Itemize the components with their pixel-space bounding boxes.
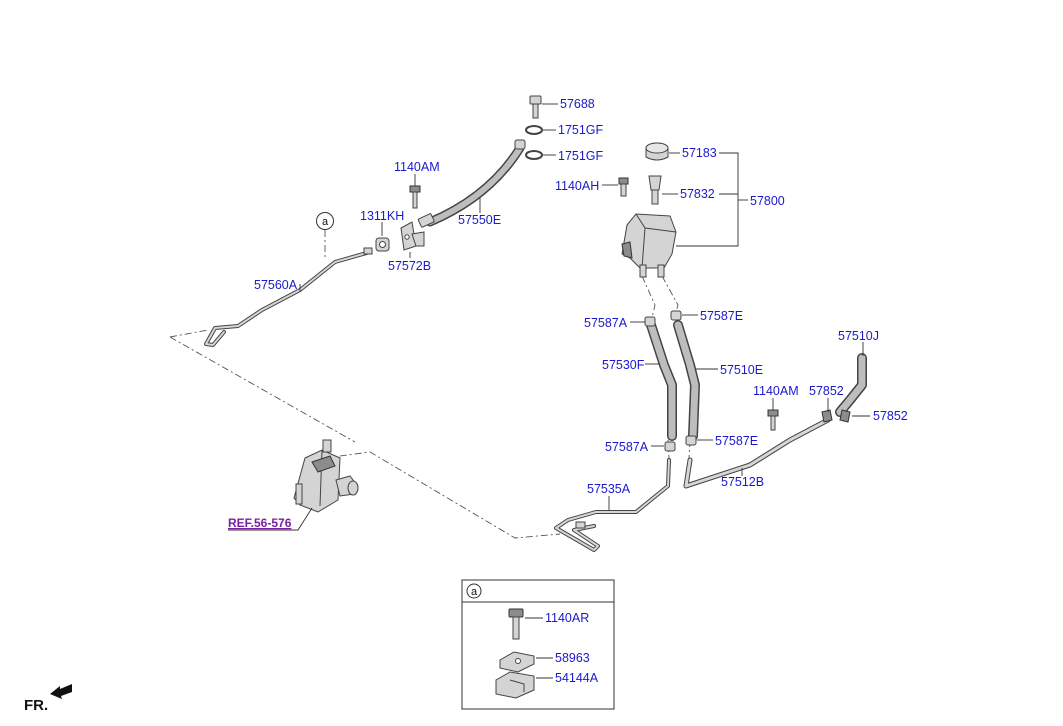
- callout-a[interactable]: a: [316, 212, 334, 259]
- hose-57510e[interactable]: [673, 320, 700, 441]
- front-direction-indicator: FR.: [24, 684, 72, 714]
- leader-lines: [228, 103, 870, 531]
- front-arrow-icon: [50, 684, 72, 699]
- label-1751gf-lower[interactable]: 1751GF: [558, 149, 604, 163]
- clamp-57852-left[interactable]: [821, 409, 833, 423]
- clamp-57587e-bottom[interactable]: [685, 435, 697, 446]
- bolt-57688[interactable]: [529, 95, 542, 119]
- ref-56-576-link[interactable]: REF.56-576: [228, 516, 292, 530]
- label-57587e-top[interactable]: 57587E: [700, 309, 743, 323]
- label-1140ar[interactable]: 1140AR: [545, 611, 589, 625]
- label-57587a-top[interactable]: 57587A: [584, 316, 628, 330]
- clamp-57587a-top[interactable]: [644, 316, 656, 327]
- label-57852-right[interactable]: 57852: [873, 409, 908, 423]
- label-1140am-upper[interactable]: 1140AM: [394, 160, 440, 174]
- label-57587a-bottom[interactable]: 57587A: [605, 440, 649, 454]
- nut-1311kh[interactable]: [375, 237, 390, 252]
- label-57852-left[interactable]: 57852: [809, 384, 844, 398]
- bolt-1140am-upper[interactable]: [409, 185, 421, 209]
- pipe-57560a[interactable]: [204, 247, 373, 347]
- fr-label: FR.: [24, 697, 48, 714]
- label-57572b[interactable]: 57572B: [388, 259, 431, 273]
- washer-1751gf-upper[interactable]: [525, 125, 543, 135]
- pipe-57535a[interactable]: [554, 458, 671, 552]
- label-57550e[interactable]: 57550E: [458, 213, 501, 227]
- callout-a-letter: a: [322, 216, 329, 228]
- label-1751gf-upper[interactable]: 1751GF: [558, 123, 604, 137]
- hose-57550e[interactable]: [417, 139, 526, 228]
- label-57832[interactable]: 57832: [680, 187, 715, 201]
- clip-58963[interactable]: [499, 651, 535, 673]
- inset-detail-a: a 1140AR 58963 54144A: [461, 579, 615, 710]
- part-labels: 57688 1751GF 1751GF 1140AM 1311KH 57550E…: [228, 97, 908, 530]
- label-57560a[interactable]: 57560A: [254, 278, 298, 292]
- label-57587e-bottom[interactable]: 57587E: [715, 434, 758, 448]
- clamp-57587a-bottom[interactable]: [664, 441, 676, 452]
- label-1311kh[interactable]: 1311KH: [360, 209, 404, 223]
- bolt-1140am-lower[interactable]: [767, 409, 779, 431]
- label-58963[interactable]: 58963: [555, 651, 590, 665]
- steering-gear-box[interactable]: [293, 439, 359, 513]
- routing-lines: [169, 275, 691, 539]
- label-54144a[interactable]: 54144A: [555, 671, 599, 685]
- clamp-57587e-top[interactable]: [670, 310, 682, 321]
- label-57688[interactable]: 57688: [560, 97, 595, 111]
- washer-1751gf-lower[interactable]: [525, 150, 543, 160]
- label-57512b[interactable]: 57512B: [721, 475, 764, 489]
- cap-57183[interactable]: [645, 142, 669, 161]
- bracket-57572b[interactable]: [400, 221, 425, 251]
- bracket-54144a[interactable]: [495, 671, 535, 699]
- hose-57510j[interactable]: [835, 353, 867, 417]
- bolt-1140ar[interactable]: [508, 608, 524, 640]
- reservoir-57800[interactable]: [621, 213, 677, 278]
- hose-57530f[interactable]: [646, 320, 677, 441]
- label-57530f[interactable]: 57530F: [602, 358, 645, 372]
- label-57535a[interactable]: 57535A: [587, 482, 631, 496]
- label-57183[interactable]: 57183: [682, 146, 717, 160]
- inset-title: a: [471, 586, 478, 598]
- label-1140am-lower[interactable]: 1140AM: [753, 384, 799, 398]
- label-57800[interactable]: 57800: [750, 194, 785, 208]
- label-57510j[interactable]: 57510J: [838, 329, 879, 343]
- filter-57832[interactable]: [648, 175, 662, 205]
- clamp-57852-right[interactable]: [839, 409, 851, 423]
- clamps-57587[interactable]: [644, 310, 697, 452]
- pipe-57512b[interactable]: [683, 417, 831, 489]
- label-1140ah[interactable]: 1140AH: [555, 179, 599, 193]
- label-57510e[interactable]: 57510E: [720, 363, 763, 377]
- bolt-1140ah[interactable]: [618, 177, 629, 197]
